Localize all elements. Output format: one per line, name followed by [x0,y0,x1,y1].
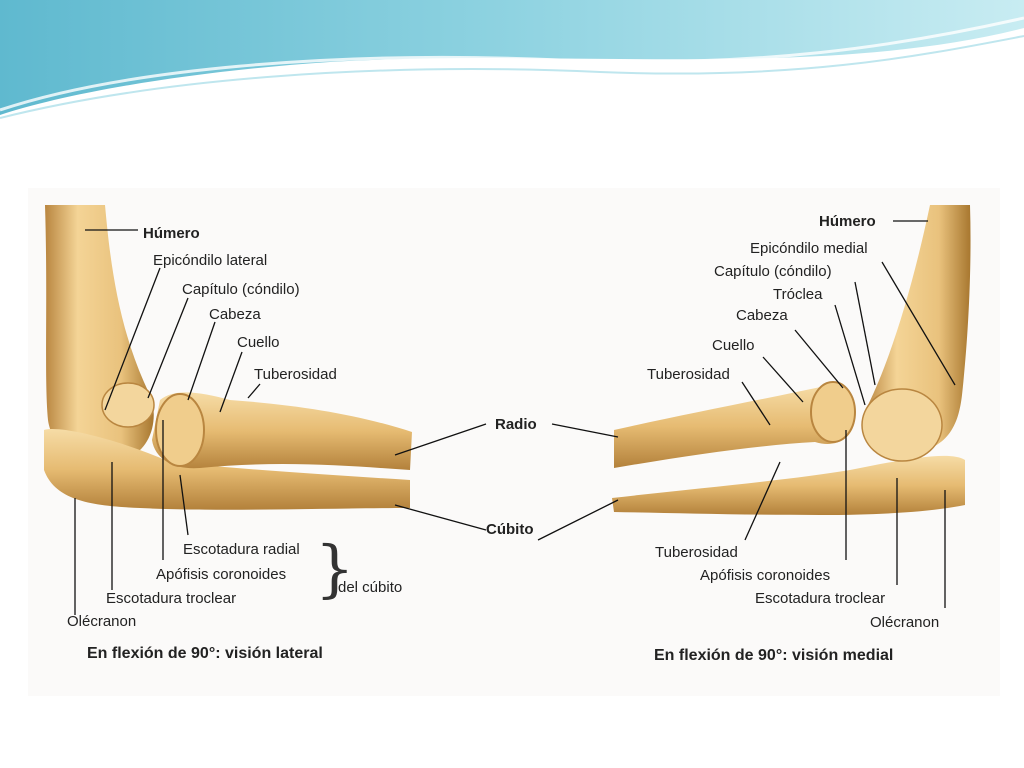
label-tuberosidad-medial-bottom: Tuberosidad [655,544,738,561]
header-wave-decoration [0,0,1024,119]
label-tuberosidad-lateral: Tuberosidad [254,366,337,383]
lateral-view-bones [44,205,412,510]
lateral-leader-lines [74,229,487,615]
brace-symbol: } [315,532,355,605]
label-capitulo-lateral: Capítulo (cóndilo) [182,281,300,298]
label-epicondilo-medial: Epicóndilo medial [750,240,868,257]
ulna-medial [612,455,965,515]
medial-view-bones [612,205,971,515]
label-apofisis-medial: Apófisis coronoides [700,567,831,584]
label-cubito: Cúbito [486,521,534,538]
label-escotadura-troclear-medial: Escotadura troclear [755,590,886,607]
label-troclea: Tróclea [773,286,823,303]
caption-lateral: En flexión de 90°: visión lateral [87,645,323,662]
label-cabeza-lateral: Cabeza [209,306,261,323]
label-radio: Radio [495,416,537,433]
medial-leader-lines [537,220,956,608]
radial-head-medial [810,381,856,443]
label-del-cubito: del cúbito [338,579,403,596]
label-humero-medial: Húmero [819,213,876,230]
label-apofisis-lateral: Apófisis coronoides [156,566,287,583]
label-cabeza-medial: Cabeza [736,307,788,324]
label-cuello-medial: Cuello [712,337,755,354]
label-tuberosidad-medial-top: Tuberosidad [647,366,730,383]
label-escotadura-radial: Escotadura radial [183,541,300,558]
label-humero-lateral: Húmero [143,225,200,242]
label-epicondilo-lateral: Epicóndilo lateral [153,252,268,269]
radial-head-lateral [155,393,205,467]
ulna-lateral [44,429,410,510]
label-olecranon-lateral: Olécranon [67,613,137,630]
capitulum-lateral [101,382,155,428]
label-capitulo-medial: Capítulo (cóndilo) [714,263,832,280]
caption-medial: En flexión de 90°: visión medial [654,647,894,664]
label-cuello-lateral: Cuello [237,334,280,351]
radius-lateral [152,392,412,470]
radius-medial [614,385,856,468]
label-olecranon-medial: Olécranon [870,614,940,631]
trochlea-medial [861,388,943,462]
label-escotadura-troclear-lateral: Escotadura troclear [106,590,237,607]
